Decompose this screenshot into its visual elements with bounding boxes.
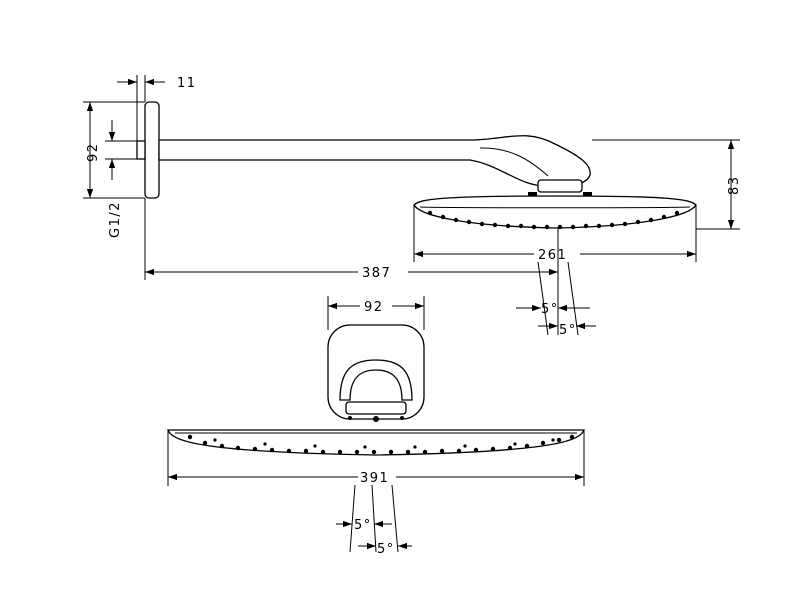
wall-flange bbox=[144, 101, 160, 199]
dim-flange-depth: 11 bbox=[177, 76, 197, 91]
front-view: 92 391 5° 5° bbox=[167, 296, 585, 557]
dim-head-width: 391 bbox=[360, 471, 389, 486]
dim-tilt-bottom-1: 5° bbox=[354, 518, 372, 533]
dim-connection-thread: G1/2 bbox=[108, 201, 123, 238]
dim-head-depth: 261 bbox=[538, 248, 567, 263]
thread-connector bbox=[136, 140, 146, 160]
shower-arm bbox=[158, 135, 591, 187]
dim-total-height: 83 bbox=[727, 175, 742, 195]
dim-tilt-top-2: 5° bbox=[559, 323, 577, 338]
nozzles-front bbox=[187, 434, 575, 455]
shower-head-side bbox=[413, 195, 697, 229]
arm-front bbox=[339, 359, 413, 401]
swivel-joint bbox=[537, 179, 583, 193]
dim-tilt-bottom-2: 5° bbox=[377, 542, 395, 557]
dim-tilt-top-1: 5° bbox=[541, 302, 559, 317]
dim-flange-height: 92 bbox=[86, 142, 101, 162]
dim-front-width: 92 bbox=[364, 300, 384, 315]
dim-arm-projection: 387 bbox=[362, 266, 391, 281]
joint-front bbox=[345, 401, 407, 415]
side-view: 11 92 G1/2 83 261 387 bbox=[83, 75, 742, 338]
nozzles-side bbox=[427, 210, 680, 230]
